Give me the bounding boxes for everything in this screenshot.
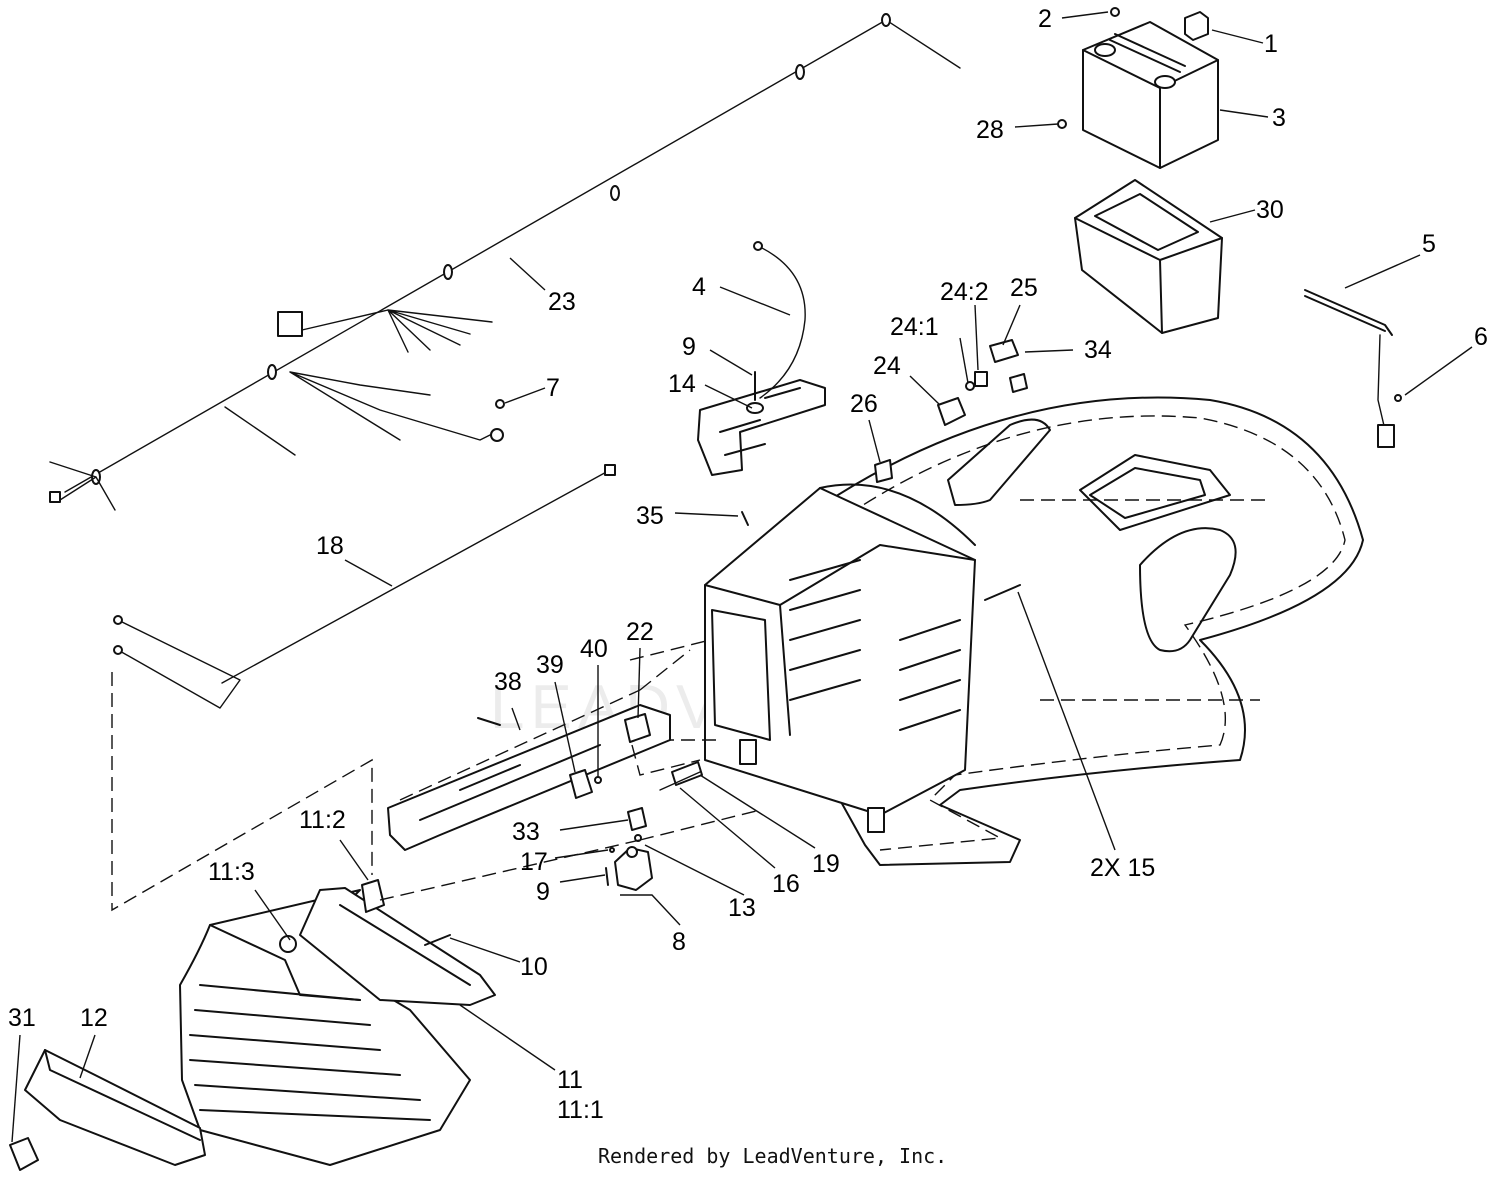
hood-pin: [424, 934, 451, 946]
callout-35: 35: [636, 502, 664, 530]
callout-4: 4: [692, 273, 706, 301]
headlight-bulb: [279, 935, 297, 953]
callout-39: 39: [536, 651, 564, 679]
callout-30: 30: [1256, 196, 1284, 224]
headlight-wire-harness: [113, 464, 616, 709]
callout-18: 18: [316, 532, 344, 560]
callout-10: 10: [520, 953, 548, 981]
headlight-assembly: [361, 879, 385, 913]
ignition-switch: [937, 397, 966, 426]
callout-23: 23: [548, 288, 576, 316]
callout-31: 31: [8, 1004, 36, 1032]
battery-hold-down-strap: [1304, 289, 1393, 336]
callout-11-3: 11:3: [208, 858, 255, 886]
ground-cable: [1377, 334, 1402, 448]
main-wire-harness: [49, 13, 961, 511]
battery-screw: [1110, 7, 1120, 17]
callout-5: 5: [1422, 230, 1436, 258]
callout-9-lower: 9: [536, 878, 550, 906]
callout-22: 22: [626, 618, 654, 646]
callout-38: 38: [494, 668, 522, 696]
dash-console: [629, 483, 976, 833]
callout-6: 6: [1474, 323, 1488, 351]
fuse-holder: [671, 761, 703, 786]
callout-12: 12: [80, 1004, 108, 1032]
render-credit: Rendered by LeadVenture, Inc.: [598, 1144, 947, 1168]
headlight-socket: [569, 769, 593, 799]
ignition-key: [965, 381, 975, 391]
indicator-lamp: [874, 459, 893, 483]
console-pin: [741, 511, 749, 526]
callout-33: 33: [512, 818, 540, 846]
assembly-lines: [111, 672, 761, 912]
callout-7: 7: [546, 374, 560, 402]
toggle-switch: [1009, 373, 1028, 393]
positive-battery-cable: [753, 241, 806, 399]
callout-26: 26: [850, 390, 878, 418]
callout-2x15: 2X 15: [1090, 854, 1155, 882]
callout-14: 14: [668, 370, 696, 398]
callout-19: 19: [812, 850, 840, 878]
callout-9-upper: 9: [682, 333, 696, 361]
bracket-bolt-38: [477, 717, 501, 726]
solenoid-bolt: [605, 867, 609, 886]
front-bumper: [24, 1049, 206, 1166]
callout-40: 40: [580, 635, 608, 663]
callout-labels: 1 2 3 4 5 6 7 8 9 9 10 11 11:1 11:2 11:3…: [8, 5, 1488, 1124]
callout-24: 24: [873, 352, 901, 380]
console-bolt: [984, 584, 1021, 601]
terminal-boot: [627, 807, 647, 831]
callout-34: 34: [1084, 336, 1112, 364]
battery: [1082, 21, 1219, 169]
callout-11: 11: [557, 1066, 583, 1094]
callout-24-1: 24:1: [890, 313, 939, 341]
mounting-bracket: [697, 379, 826, 476]
grille-insert: [299, 887, 496, 1006]
callout-16: 16: [772, 870, 800, 898]
callout-25: 25: [1010, 274, 1038, 302]
callout-1: 1: [1264, 30, 1278, 58]
battery-terminal-cap: [1184, 11, 1209, 41]
callout-11-2: 11:2: [299, 806, 346, 834]
callout-3: 3: [1272, 104, 1286, 132]
callout-28: 28: [976, 116, 1004, 144]
bracket-bolt: [746, 371, 764, 414]
callout-24-2: 24:2: [940, 278, 989, 306]
callout-2: 2: [1038, 5, 1052, 33]
fuse-wire: [659, 771, 701, 791]
battery-tray: [1074, 179, 1223, 334]
key-nut: [974, 371, 988, 387]
leader-lines: [11, 11, 1473, 1143]
hood: [179, 889, 471, 1166]
battery-nut: [1057, 119, 1067, 129]
callout-11-1: 11:1: [557, 1096, 604, 1124]
callout-8: 8: [672, 928, 686, 956]
callout-13: 13: [728, 894, 756, 922]
hood-support-bracket: [387, 649, 691, 851]
starter-solenoid: [614, 846, 653, 891]
solenoid-washer: [609, 847, 615, 853]
callout-17: 17: [520, 848, 548, 876]
bumper-emblem: [9, 1137, 39, 1171]
